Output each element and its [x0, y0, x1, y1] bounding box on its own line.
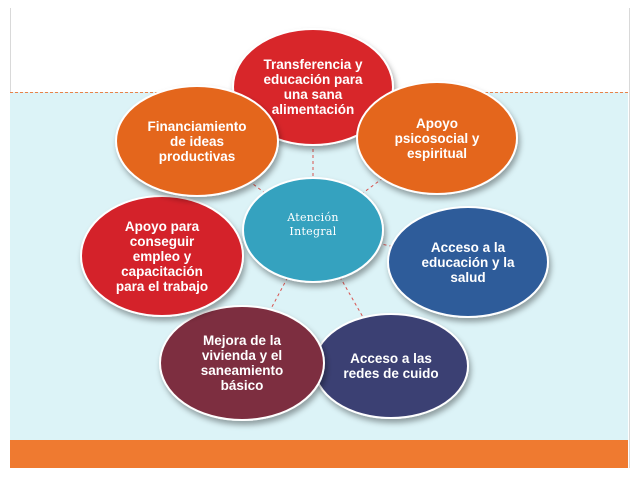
node-label-psicosocial: Apoyo psicosocial y espiritual: [394, 115, 480, 161]
node-educacion-salud: [387, 206, 549, 318]
node-shapes: [80, 28, 549, 421]
node-label-redes-cuido: Acceso a las redes de cuido: [343, 351, 439, 381]
node-label-educacion-salud: Acceso a la educación y la salud: [421, 239, 515, 285]
footer-bar: [10, 440, 628, 468]
node-label-empleo: Apoyo para conseguir empleo y capacitaci…: [115, 218, 209, 294]
node-financiamiento: [115, 85, 279, 197]
node-transferencia: [232, 28, 394, 146]
node-psicosocial: [356, 81, 518, 195]
node-label-vivienda: Mejora de la vivienda y el saneamiento b…: [200, 333, 284, 393]
node-label-financiamiento: Financiamiento de ideas productivas: [147, 118, 247, 164]
node-vivienda: [159, 305, 325, 421]
node-label-transferencia: Transferencia y educación para una sana …: [263, 57, 363, 117]
center-node: [242, 177, 384, 283]
center-shape: [242, 177, 384, 283]
center-label: Atención Integral: [287, 211, 339, 238]
node-empleo: [80, 195, 244, 317]
